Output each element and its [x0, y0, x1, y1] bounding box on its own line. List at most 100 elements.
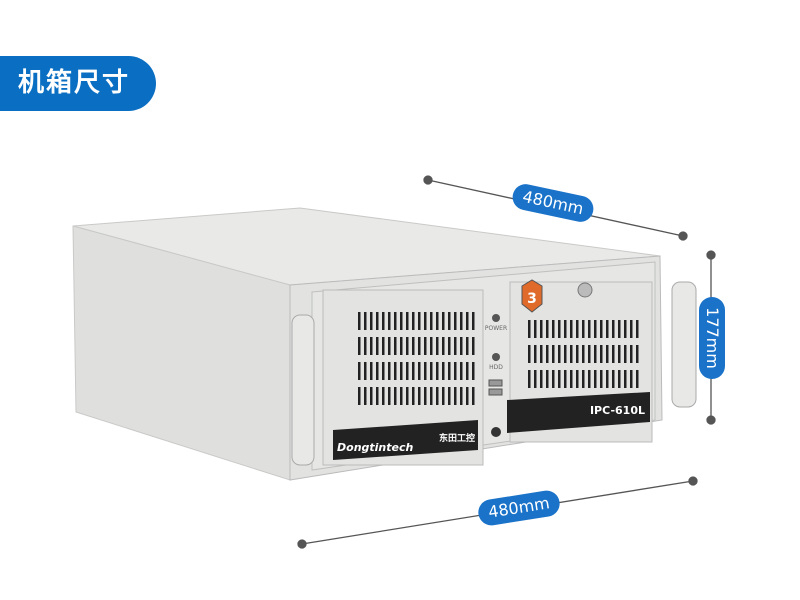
model-strip: [507, 392, 650, 433]
left-handle: [291, 314, 315, 466]
vent-slot: [400, 312, 403, 330]
vent-slot: [430, 387, 433, 405]
vent-slot: [594, 345, 597, 363]
vent-slot: [630, 370, 633, 388]
vent-slot: [376, 312, 379, 330]
vent-slot: [460, 312, 463, 330]
vent-slot: [606, 320, 609, 338]
vent-slot: [546, 370, 549, 388]
vent-slot: [618, 345, 621, 363]
vent-slot: [388, 337, 391, 355]
vent-slot: [394, 362, 397, 380]
vent-slot: [612, 370, 615, 388]
vent-slot: [424, 362, 427, 380]
vent-slot: [630, 345, 633, 363]
vent-slot: [576, 320, 579, 338]
vent-slot: [546, 345, 549, 363]
vent-slot: [370, 362, 373, 380]
vent-slot: [454, 387, 457, 405]
vent-slot: [600, 320, 603, 338]
vent-slot: [582, 320, 585, 338]
vent-slot: [472, 387, 475, 405]
vent-slot: [448, 312, 451, 330]
vent-slot: [424, 387, 427, 405]
vent-slot: [624, 320, 627, 338]
vent-slot: [436, 312, 439, 330]
vent-slot: [624, 370, 627, 388]
vent-slot: [540, 370, 543, 388]
vent-slot: [472, 312, 475, 330]
vent-slot: [442, 362, 445, 380]
vent-slot: [576, 345, 579, 363]
height-label: 177mm: [699, 297, 725, 379]
vent-slot: [448, 362, 451, 380]
vent-slot: [582, 370, 585, 388]
vent-slot: [454, 312, 457, 330]
vent-slot: [436, 387, 439, 405]
usb-port-2: [488, 388, 503, 396]
hdd-label: HDD: [489, 364, 503, 371]
vent-slot: [448, 387, 451, 405]
vent-slot: [472, 337, 475, 355]
vent-slot: [382, 387, 385, 405]
vent-slot: [630, 320, 633, 338]
vent-slot: [558, 345, 561, 363]
section-title: 机箱尺寸: [0, 56, 156, 111]
vent-slot: [528, 370, 531, 388]
vent-slot: [406, 337, 409, 355]
vent-slot: [358, 337, 361, 355]
vent-slot: [424, 337, 427, 355]
vent-slot: [382, 337, 385, 355]
vent-slot: [418, 312, 421, 330]
vent-slot: [364, 362, 367, 380]
vent-slot: [540, 345, 543, 363]
vent-slot: [376, 362, 379, 380]
badge-text: 3: [527, 291, 537, 307]
vent-slot: [534, 370, 537, 388]
vent-slot: [370, 312, 373, 330]
vent-slot: [454, 362, 457, 380]
vent-slot: [358, 362, 361, 380]
vent-slot: [588, 370, 591, 388]
vent-slot: [466, 312, 469, 330]
vent-slot: [376, 337, 379, 355]
vent-slot: [534, 320, 537, 338]
vent-slot: [552, 345, 555, 363]
vent-slot: [552, 320, 555, 338]
vent-slot: [418, 387, 421, 405]
warranty-badge-icon: [521, 279, 543, 313]
vent-slot: [466, 387, 469, 405]
vent-slot: [406, 362, 409, 380]
vent-slot: [430, 362, 433, 380]
vent-slot: [388, 387, 391, 405]
vent-slot: [600, 370, 603, 388]
vent-slot: [412, 362, 415, 380]
vent-slot: [400, 362, 403, 380]
vent-slot: [442, 337, 445, 355]
vent-slot: [570, 320, 573, 338]
power-label: POWER: [485, 325, 507, 332]
vent-slot: [588, 345, 591, 363]
lock-icon: [577, 282, 593, 298]
vent-slot: [364, 312, 367, 330]
vent-slot: [442, 312, 445, 330]
vent-slot: [412, 387, 415, 405]
brand-logo: Dongtintech: [337, 441, 413, 454]
vent-slot: [612, 320, 615, 338]
vent-slot: [394, 312, 397, 330]
vent-slot: [558, 370, 561, 388]
vent-slot: [424, 312, 427, 330]
vent-slot: [466, 362, 469, 380]
vent-slot: [358, 312, 361, 330]
hdd-led: [492, 353, 500, 361]
vent-slot: [436, 362, 439, 380]
brand-cn: 东田工控: [439, 432, 475, 444]
vent-slot: [376, 387, 379, 405]
vent-slot: [624, 345, 627, 363]
vent-slot: [400, 387, 403, 405]
right-vents: [528, 320, 639, 388]
vent-slot: [430, 312, 433, 330]
vent-slot: [412, 337, 415, 355]
vent-slot: [528, 320, 531, 338]
vent-slot: [382, 312, 385, 330]
